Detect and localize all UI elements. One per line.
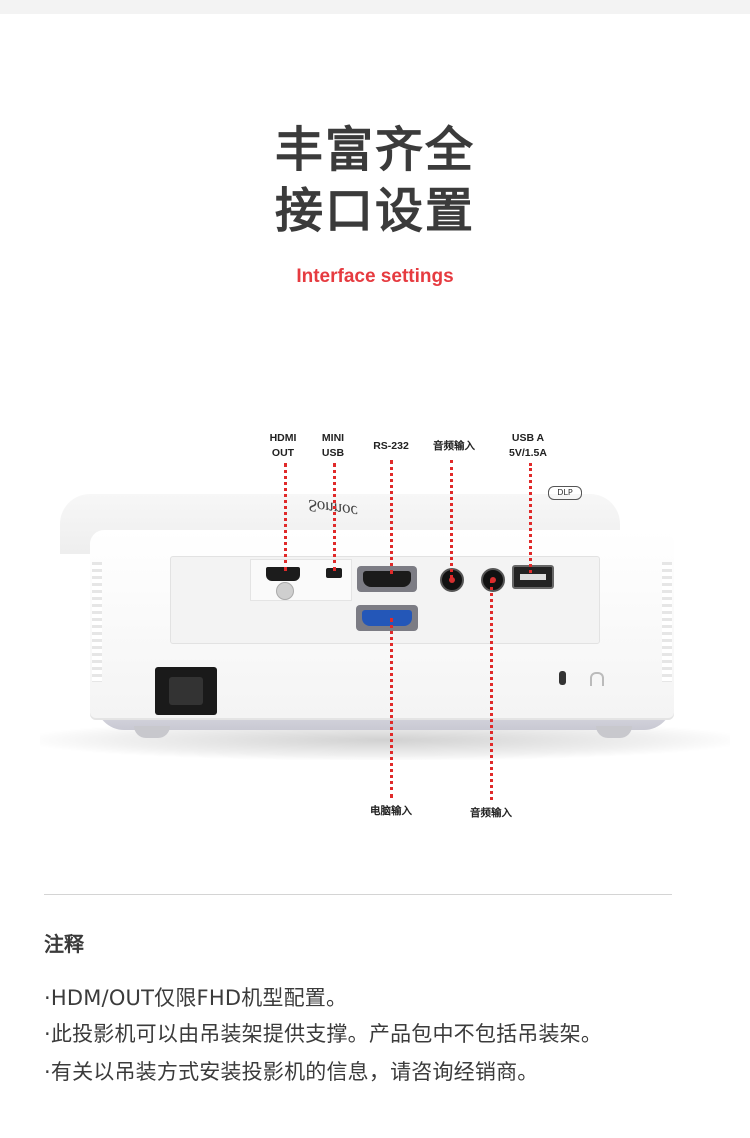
callout-pc-in: 电脑输入 [370,805,412,817]
callout-line-rs232 [390,460,393,574]
security-bar [590,672,604,686]
io-recess [250,559,352,601]
hdmi-screw [276,582,294,600]
rs232-port [357,566,417,592]
lock-slot [559,671,566,685]
note-item: ·有关以吊装方式安装投影机的信息，请咨询经销商。 [44,1060,539,1084]
note-item: ·HDM/OUT仅限FHD机型配置。 [44,986,348,1010]
callout-rs232: RS-232 [373,440,409,452]
page-subtitle: Interface settings [296,266,454,287]
callout-hdmi-out: HDMI OUT [269,432,297,459]
page-title-line2: 接口设置 [274,183,475,239]
mini-usb-port [326,568,342,578]
callout-line-mini-usb [333,463,336,571]
callout-usb-a: USB A 5V/1.5A [509,432,547,459]
callout-line-hdmi [284,463,287,571]
top-bar [0,0,750,14]
left-foot [134,726,170,738]
usb-a-port [512,565,554,589]
vga-port [356,605,418,631]
callout-line-usb-a [529,463,532,573]
notes-title: 注释 [44,932,84,956]
callout-audio-in-top: 音频输入 [433,440,475,452]
page-title-line1: 丰富齐全 [274,122,475,178]
note-item: ·此投影机可以由吊装架提供支撑。产品包中不包括吊装架。 [44,1022,603,1046]
left-vent [92,562,102,682]
right-foot [596,726,632,738]
dlp-logo: DLP [548,486,582,500]
callout-mini-usb: MINI USB [321,432,345,459]
hdmi-port [266,567,300,581]
section-divider [44,894,672,895]
power-socket [155,667,217,715]
callout-audio-in-bottom: 音频输入 [470,807,512,819]
audio-out-jack [481,568,505,592]
right-vent [662,562,672,682]
callout-line-audio-top [450,460,453,578]
callout-line-pc-in [390,618,393,798]
callout-line-audio-bottom [490,580,493,800]
